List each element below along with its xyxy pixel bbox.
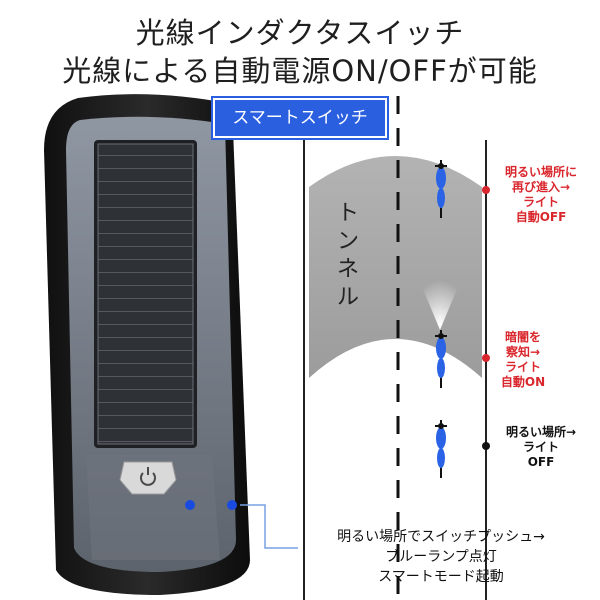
bike-light-device: [44, 94, 250, 596]
light-sensor-dot: [227, 500, 237, 510]
headline-line2: 光線による自動電源ON/OFFが可能: [62, 54, 538, 88]
note-bright-off: 明るい場所→ ライト OFF: [505, 425, 577, 469]
tunnel-label: トンネル: [336, 201, 359, 310]
marker-dot-enter: [482, 354, 490, 362]
bicycle-icon: [435, 160, 447, 218]
caption-smart-mode: 明るい場所でスイッチプッシュ→ ブルーランプ点灯 スマートモード起動: [337, 529, 545, 585]
power-button: [119, 461, 177, 495]
callout-line: [240, 504, 298, 549]
bicycle-icon: [435, 330, 447, 388]
light-sensor-dot: [185, 500, 195, 510]
bicycle-icon: [435, 420, 447, 478]
headline-line1: 光線インダクタスイッチ: [135, 16, 465, 50]
marker-dot-exit: [482, 186, 490, 194]
power-icon: [140, 467, 156, 486]
headlight-beam: [420, 275, 460, 330]
marker-dot-bright: [482, 442, 490, 450]
note-enter-dark: 暗闇を 察知→ ライト 自動ON: [500, 330, 546, 389]
smart-switch-badge: スマートスイッチ: [213, 98, 387, 138]
note-exit-light: 明るい場所に 再び進入→ ライト 自動OFF: [504, 165, 577, 224]
